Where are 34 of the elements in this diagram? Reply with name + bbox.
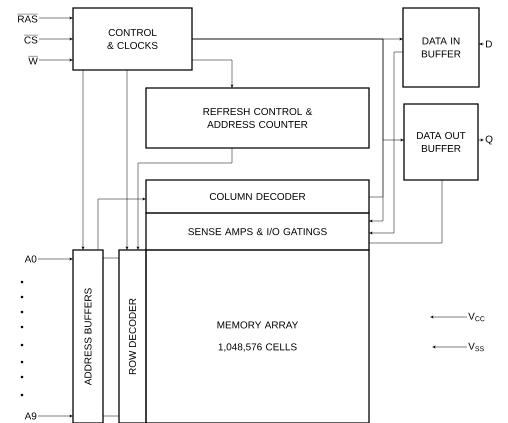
signal-label: D bbox=[486, 40, 492, 48]
memory-array-box: MEMORY ARRAY 1,048,576 CELLS bbox=[145, 249, 370, 423]
arrow bbox=[192, 60, 234, 88]
arrow bbox=[126, 70, 128, 250]
signal-label: V$_{CC}$ bbox=[468, 312, 485, 322]
signal-label: CS bbox=[24, 34, 38, 44]
arrow bbox=[38, 258, 73, 260]
arrow bbox=[82, 70, 84, 250]
buffer-box: DATA IN BUFFER bbox=[402, 7, 480, 88]
arrow bbox=[38, 414, 73, 418]
connector-line bbox=[368, 180, 442, 244]
arrow bbox=[98, 198, 146, 250]
signal-label: W bbox=[28, 56, 38, 64]
arrow bbox=[478, 138, 484, 142]
signal-label: V$_{SS}$ bbox=[468, 342, 484, 352]
arrow bbox=[430, 316, 468, 318]
refresh-box: REFRESH CONTROL & ADDRESS COUNTER bbox=[145, 87, 370, 149]
buffer-box: DATA OUT BUFFER bbox=[403, 103, 479, 181]
signal-label: A0 bbox=[24, 255, 36, 263]
arrow bbox=[432, 346, 468, 348]
arrow bbox=[38, 38, 73, 40]
signal-label: Q bbox=[486, 136, 492, 144]
arrow bbox=[38, 58, 73, 62]
control-box: CONTROL & CLOCKS bbox=[72, 7, 193, 71]
signal-label: A9 bbox=[24, 412, 36, 420]
decoder-box: COLUMN DECODER bbox=[145, 179, 370, 214]
arrow bbox=[369, 52, 404, 234]
arrow bbox=[136, 148, 232, 250]
signal-label: RAS bbox=[17, 14, 38, 23]
buffer-box: ADDRESS BUFFERS bbox=[72, 249, 104, 423]
arrow bbox=[479, 42, 484, 46]
decoder-box: ROW DECODER bbox=[118, 249, 147, 423]
arrow bbox=[38, 16, 73, 20]
sense-amp-box: SENSE AMPS & I/O GATINGS bbox=[145, 212, 370, 251]
